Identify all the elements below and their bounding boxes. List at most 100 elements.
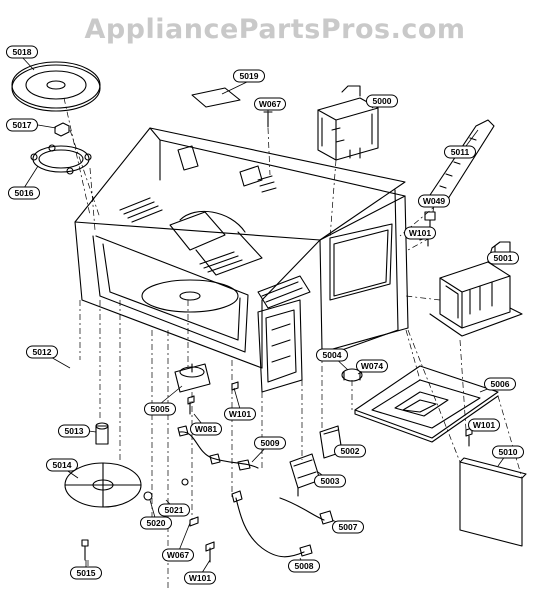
turntable-motor-drawing (174, 363, 211, 393)
part-label-5007: 5007 (332, 520, 364, 534)
part-label-5002: 5002 (334, 444, 366, 458)
roller-support-drawing (95, 422, 109, 445)
part-label-w081: W081 (190, 422, 222, 436)
part-label-5010: 5010 (492, 445, 524, 459)
part-label-tag (8, 186, 40, 200)
part-number-text: 5018 (13, 47, 32, 57)
part-label-tag (46, 458, 78, 472)
wire-5007-drawing (279, 497, 334, 525)
part-number-text: 5014 (53, 460, 72, 470)
part-label-5009: 5009 (254, 436, 286, 450)
part-label-tag (254, 97, 286, 111)
part-label-5013: 5013 (58, 424, 90, 438)
part-number-text: 5016 (15, 188, 34, 198)
part-label-5015: 5015 (70, 566, 102, 580)
part-label-w101: W101 (404, 226, 436, 240)
cover-plate-drawing (191, 87, 241, 108)
part-number-text: 5009 (261, 438, 280, 448)
part-label-5019: 5019 (233, 69, 265, 83)
part-label-5004: 5004 (316, 348, 348, 362)
part-number-text: 5003 (321, 476, 340, 486)
part-label-tag (224, 407, 256, 421)
part-label-5006: 5006 (484, 377, 516, 391)
part-label-tag (418, 194, 450, 208)
part-number-text: 5004 (323, 350, 342, 360)
leader-lines (21, 56, 509, 577)
part-number-text: W067 (167, 550, 189, 560)
part-number-text: 5002 (341, 446, 360, 456)
part-label-tag (492, 445, 524, 459)
assembly-guide-lines (63, 97, 523, 590)
turntable-support-drawing (64, 462, 142, 508)
wire-5008-drawing (231, 490, 313, 558)
rail-drawing (427, 119, 495, 205)
part-label-tag (6, 118, 38, 132)
part-label-5021: 5021 (158, 503, 190, 517)
part-label-w101: W101 (468, 418, 500, 432)
part-label-w067: W067 (162, 548, 194, 562)
part-number-text: W067 (259, 99, 281, 109)
bracket-assembly-drawing (257, 299, 303, 393)
part-label-tag (366, 94, 398, 108)
part-label-tag (144, 402, 176, 416)
part-number-text: W074 (361, 361, 383, 371)
part-label-tag (484, 377, 516, 391)
part-label-tag (162, 548, 194, 562)
part-number-text: W101 (473, 420, 495, 430)
capacitor-drawing (289, 453, 321, 497)
part-label-tag (487, 251, 519, 265)
part-label-5001: 5001 (487, 251, 519, 265)
part-number-text: 5010 (499, 447, 518, 457)
part-number-text: 5012 (33, 347, 52, 357)
side-panel-drawing (459, 457, 527, 547)
part-number-text: 5011 (451, 147, 470, 157)
part-number-text: 5008 (295, 561, 314, 571)
part-label-tag (233, 69, 265, 83)
part-label-tag (444, 145, 476, 159)
part-label-5005: 5005 (144, 402, 176, 416)
part-label-w074: W074 (356, 359, 388, 373)
part-label-tag (184, 571, 216, 585)
part-label-tag (468, 418, 500, 432)
part-label-w067: W067 (254, 97, 286, 111)
part-label-tag (70, 566, 102, 580)
part-label-tag (140, 516, 172, 530)
part-number-text: 5006 (491, 379, 510, 389)
watermark-text: AppliancePartsPros.com (84, 14, 466, 45)
part-number-text: 5013 (65, 426, 84, 436)
part-label-tag (6, 45, 38, 59)
part-label-5008: 5008 (288, 559, 320, 573)
part-number-text: 5005 (151, 404, 170, 414)
part-label-tag (288, 559, 320, 573)
coupler-drawing (54, 122, 70, 137)
roller-ring-drawing (30, 144, 92, 175)
part-label-5020: 5020 (140, 516, 172, 530)
part-number-text: 5015 (77, 568, 96, 578)
part-number-text: 5020 (147, 518, 166, 528)
part-label-w049: W049 (418, 194, 450, 208)
part-label-tag (26, 345, 58, 359)
part-label-tag (158, 503, 190, 517)
part-label-5000: 5000 (366, 94, 398, 108)
part-label-5016: 5016 (8, 186, 40, 200)
part-label-tag (314, 474, 346, 488)
part-number-text: W101 (189, 573, 211, 583)
turntable-tray-drawing (11, 61, 101, 112)
part-label-w101: W101 (184, 571, 216, 585)
magnetron-drawing (317, 85, 379, 161)
part-number-text: 5007 (339, 522, 358, 532)
part-label-tag (254, 436, 286, 450)
bottom-screws-drawing (81, 233, 473, 563)
part-number-text: W101 (409, 228, 431, 238)
part-label-w101: W101 (224, 407, 256, 421)
part-label-tag (334, 444, 366, 458)
part-number-text: W049 (423, 196, 445, 206)
part-label-5018: 5018 (6, 45, 38, 59)
part-label-tag (58, 424, 90, 438)
wire-harness-drawing (177, 425, 259, 471)
part-label-5012: 5012 (26, 345, 58, 359)
part-number-text: W081 (195, 424, 217, 434)
part-label-tag (332, 520, 364, 534)
